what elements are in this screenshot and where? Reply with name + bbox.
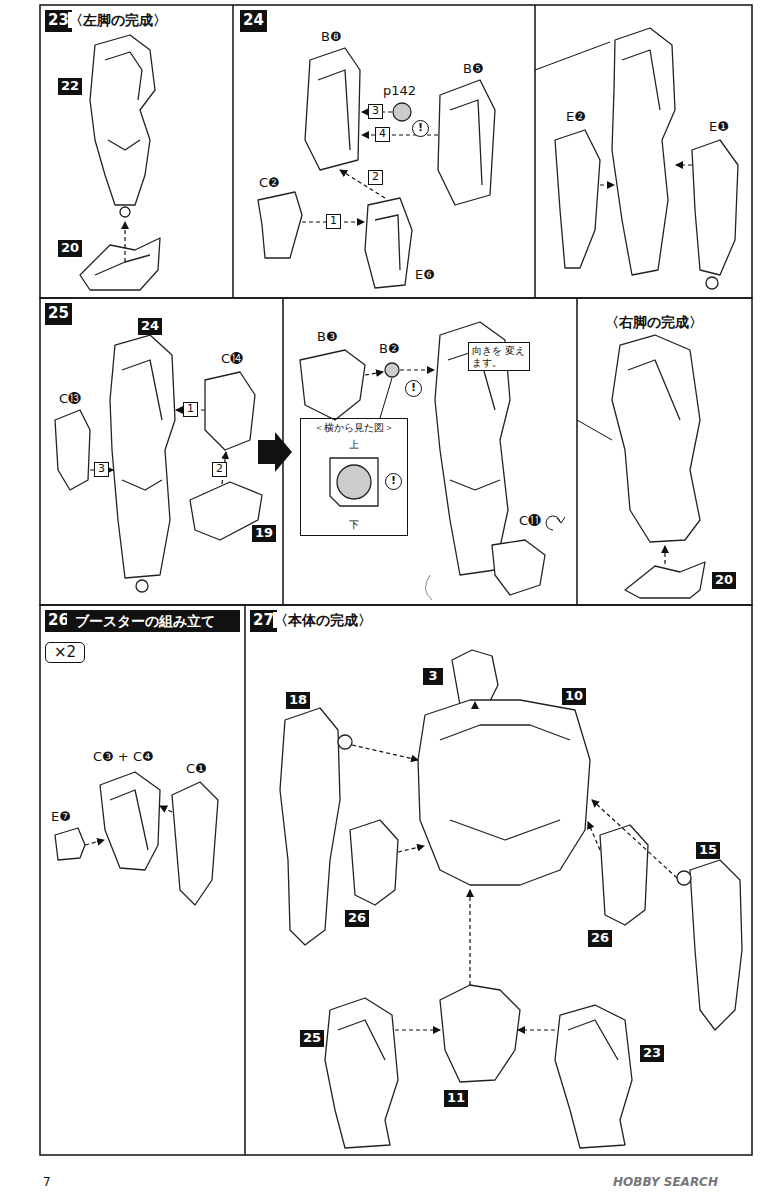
- node-text: 26: [591, 931, 609, 946]
- order-number: 2: [368, 170, 383, 185]
- part-label: B❸: [316, 330, 339, 345]
- order-number: 1: [183, 402, 198, 417]
- step-title: 〈左脚の完成〉: [68, 12, 168, 28]
- node-text: 23: [48, 12, 69, 29]
- node-text: 2: [216, 463, 223, 476]
- node-text: 25: [303, 1031, 321, 1046]
- part-label: E❼: [50, 810, 72, 825]
- order-number: 2: [212, 462, 227, 477]
- part-label: E❻: [414, 268, 436, 283]
- node-text: !: [413, 121, 428, 135]
- node-text: 20: [715, 573, 733, 588]
- part-label: E❶: [708, 120, 730, 135]
- step-number: 24: [240, 10, 267, 32]
- part-label: C❸ + C❹: [92, 750, 155, 765]
- callout-number: 18: [286, 692, 310, 709]
- page-reference: p142: [382, 84, 417, 99]
- node-text: !: [406, 381, 421, 395]
- note-box: 向きを 変えます。: [468, 342, 530, 371]
- callout-number: 22: [58, 78, 82, 95]
- callout-number: 26: [588, 930, 612, 947]
- node-text: 4: [379, 128, 386, 141]
- node-text: 24: [243, 12, 264, 29]
- node-text: 22: [61, 79, 79, 94]
- step-title-band: ブースターの組み立て: [67, 610, 240, 632]
- node-text: ×2: [54, 644, 76, 661]
- callout-number: 11: [444, 1090, 468, 1107]
- callout-number: 24: [138, 318, 162, 335]
- node-text: 1: [330, 215, 337, 228]
- node-subtext: 下: [349, 519, 359, 531]
- caution-mark: !: [405, 380, 422, 397]
- watermark: HOBBY SEARCH: [612, 1176, 719, 1190]
- node-text: 18: [289, 693, 307, 708]
- callout-number: 20: [58, 240, 82, 257]
- callout-number: 23: [640, 1045, 664, 1062]
- part-label: C⓭: [58, 392, 82, 407]
- node-text: 19: [255, 526, 273, 541]
- node-text: 2: [372, 171, 379, 184]
- callout-number: 25: [300, 1030, 324, 1047]
- caution-mark: !: [412, 120, 429, 137]
- node-text: ＜横から見た図＞: [314, 422, 394, 434]
- node-text: 1: [187, 403, 194, 416]
- callout-number: 10: [562, 688, 586, 705]
- callout-number: 15: [696, 842, 720, 859]
- callout-number: 19: [252, 525, 276, 542]
- part-label: B❷: [378, 342, 401, 357]
- node-text: ブースターの組み立て: [75, 613, 232, 629]
- node-text: 24: [141, 319, 159, 334]
- part-label: B❺: [462, 62, 485, 77]
- order-number: 4: [375, 127, 390, 142]
- step-title: 〈本体の完成〉: [273, 612, 373, 628]
- node-text: 23: [643, 1046, 661, 1061]
- part-label: C⓫: [518, 514, 542, 529]
- node-subtext: 上: [349, 439, 359, 451]
- node-text: 26: [348, 911, 366, 926]
- page-number: 7: [42, 1176, 52, 1190]
- quantity-box: ×2: [45, 642, 85, 663]
- part-label: C❶: [185, 762, 208, 777]
- section-title: 〈右脚の完成〉: [604, 314, 704, 330]
- part-label: C⓮: [220, 352, 244, 367]
- part-label: C❷: [258, 176, 281, 191]
- node-text: 3: [372, 105, 379, 118]
- node-text: 26: [48, 612, 69, 629]
- step-number: 25: [45, 303, 72, 325]
- callout-number: 20: [712, 572, 736, 589]
- order-number: 3: [368, 104, 383, 119]
- part-label: E❷: [565, 110, 587, 125]
- node-text: 3: [98, 463, 105, 476]
- node-text: 11: [447, 1091, 465, 1106]
- node-text: !: [386, 474, 401, 488]
- order-number: 3: [94, 462, 109, 477]
- node-text: 25: [48, 305, 69, 322]
- node-text: 20: [61, 241, 79, 256]
- node-text: 向きを 変えます。: [472, 345, 526, 368]
- node-text: 10: [565, 689, 583, 704]
- order-number: 1: [326, 214, 341, 229]
- node-text: 15: [699, 843, 717, 858]
- callout-number: 26: [345, 910, 369, 927]
- side-view-box: ＜横から見た図＞ 上下!: [300, 418, 408, 536]
- part-label: B❽: [320, 30, 343, 45]
- callout-number: 3: [423, 668, 443, 685]
- node-text: 27: [253, 612, 274, 629]
- node-text: 3: [426, 669, 440, 684]
- caution-mark: !: [385, 473, 402, 490]
